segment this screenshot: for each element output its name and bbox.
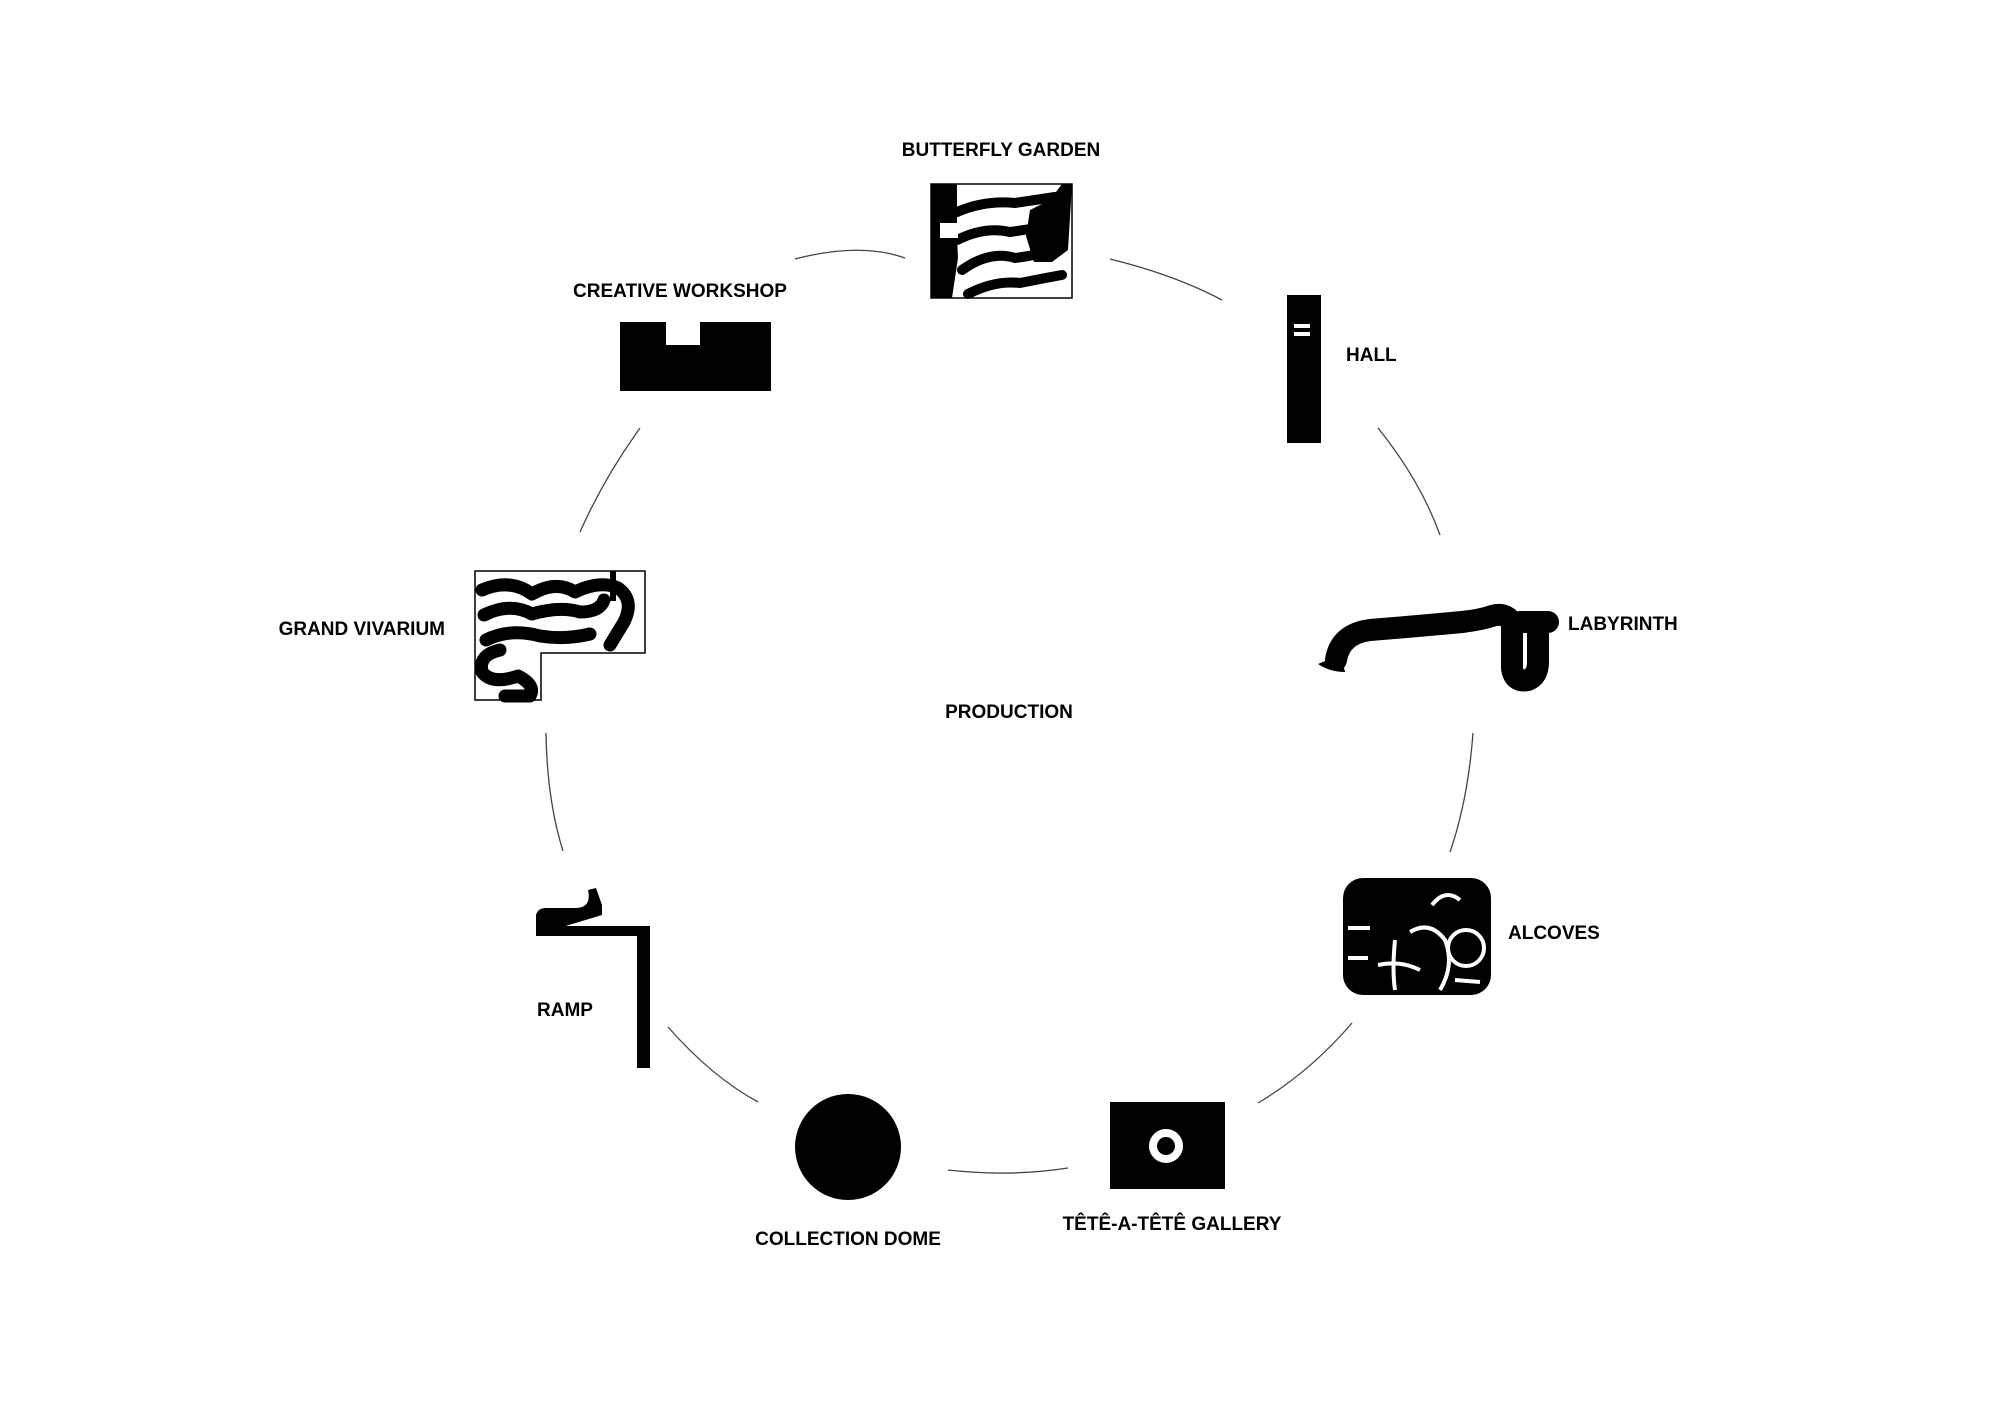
ring-arc	[667, 1026, 759, 1103]
creative-workshop-icon	[620, 322, 771, 391]
label-ramp: RAMP	[537, 1000, 593, 1021]
butterfly-garden-icon	[930, 183, 1073, 299]
ramp-icon	[536, 888, 650, 1068]
label-collection-dome: COLLECTION DOME	[755, 1229, 941, 1250]
ring-arc	[947, 1167, 1069, 1174]
label-production: PRODUCTION	[945, 702, 1073, 723]
ring-arc	[1109, 258, 1223, 301]
label-creative-workshop: CREATIVE WORKSHOP	[573, 281, 787, 302]
label-grand-vivarium: GRAND VIVARIUM	[278, 619, 445, 640]
labyrinth-icon	[1318, 603, 1559, 692]
ring-arc	[794, 249, 906, 260]
alcoves-icon	[1343, 878, 1491, 995]
label-labyrinth: LABYRINTH	[1568, 614, 1678, 635]
ring-arc	[545, 732, 564, 852]
tete-a-tete-gallery-icon	[1110, 1102, 1225, 1189]
connection-ring	[545, 249, 1474, 1174]
grand-vivarium-icon	[474, 570, 646, 703]
ring-arc	[1257, 1022, 1353, 1104]
collection-dome-icon	[795, 1094, 901, 1200]
ring-arc	[579, 427, 641, 533]
hall-icon	[1287, 295, 1321, 443]
label-hall: HALL	[1346, 345, 1397, 366]
ring-arc	[1449, 732, 1474, 853]
ring-arc	[1377, 427, 1441, 536]
label-butterfly-garden: BUTTERFLY GARDEN	[901, 140, 1101, 161]
label-tete-a-tete-gallery: TÊTÊ-A-TÊTÊ GALLERY	[1062, 1214, 1282, 1235]
label-alcoves: ALCOVES	[1508, 923, 1600, 944]
